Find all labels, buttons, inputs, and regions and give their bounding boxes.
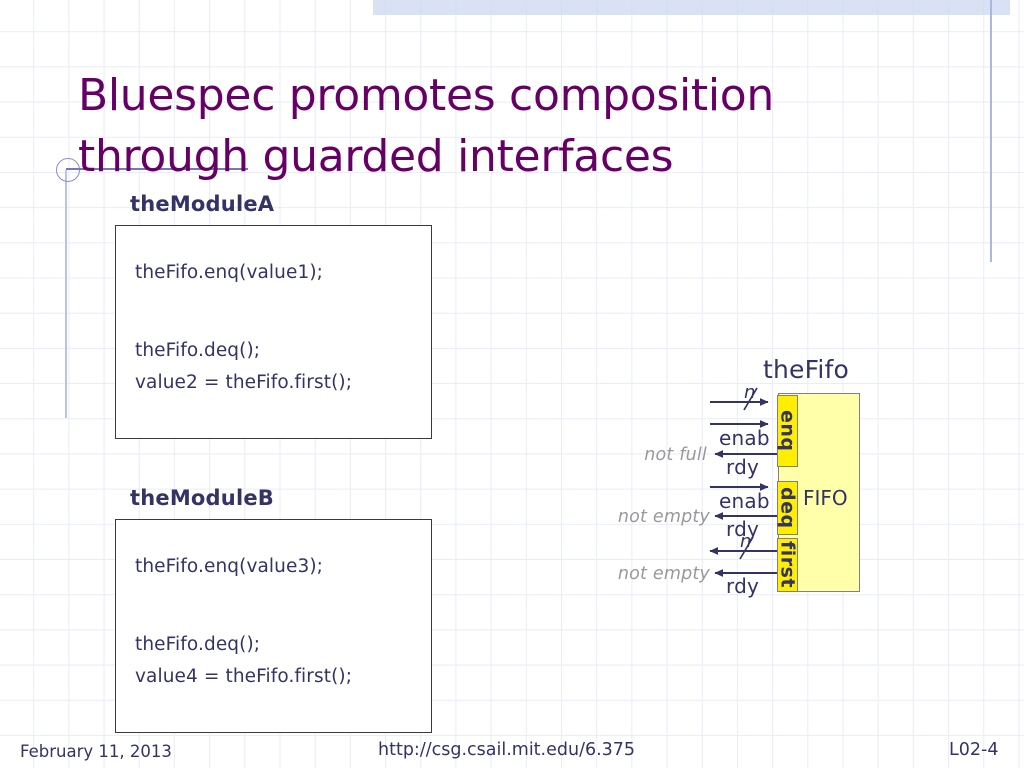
module-b-box: theFifo.enq(value3); theFifo.deq(); valu… <box>115 519 432 733</box>
right-vertical-rule <box>990 0 992 262</box>
first-ready-label: rdy <box>726 574 760 598</box>
slide-title: Bluespec promotes composition through gu… <box>78 70 775 183</box>
module-b-label: theModuleB <box>130 486 274 510</box>
decorative-ring-icon <box>56 158 80 182</box>
top-decorative-band <box>373 0 1010 15</box>
module-a-code-line-1: theFifo.enq(value1); <box>135 262 324 283</box>
enq-guard-not-full: not full <box>644 445 707 465</box>
fifo-diagram-title: theFifo <box>763 355 850 384</box>
first-guard-not-empty: not empty <box>617 564 710 584</box>
footer-url[interactable]: http://csg.csail.mit.edu/6.375 <box>378 740 636 760</box>
module-a-box: theFifo.enq(value1); theFifo.deq(); valu… <box>115 225 432 439</box>
fifo-port-first: first <box>777 538 799 592</box>
deq-guard-not-empty: not empty <box>617 507 710 527</box>
title-underline-rule <box>66 168 248 170</box>
module-b-code-line-2: theFifo.deq(); <box>135 634 261 655</box>
fifo-port-enq: enq <box>777 395 799 467</box>
enq-ready-label: rdy <box>726 455 760 479</box>
module-b-code-line-1: theFifo.enq(value3); <box>135 556 324 577</box>
module-b-code-line-3: value4 = theFifo.first(); <box>135 666 353 687</box>
module-a-code-line-2: theFifo.deq(); <box>135 340 261 361</box>
left-vertical-rule <box>65 170 67 418</box>
footer-date: February 11, 2013 <box>20 742 172 761</box>
deq-enable-label: enab <box>719 489 770 513</box>
first-data-width-label: n <box>740 531 752 552</box>
module-a-code-line-3: value2 = theFifo.first(); <box>135 372 353 393</box>
fifo-body-label: FIFO <box>803 486 848 510</box>
enq-enable-label: enab <box>719 426 770 450</box>
enq-data-width-label: n <box>744 382 756 403</box>
footer-page-number: L02-4 <box>949 740 999 760</box>
fifo-port-deq: deq <box>777 481 799 535</box>
module-a-label: theModuleA <box>130 192 275 216</box>
